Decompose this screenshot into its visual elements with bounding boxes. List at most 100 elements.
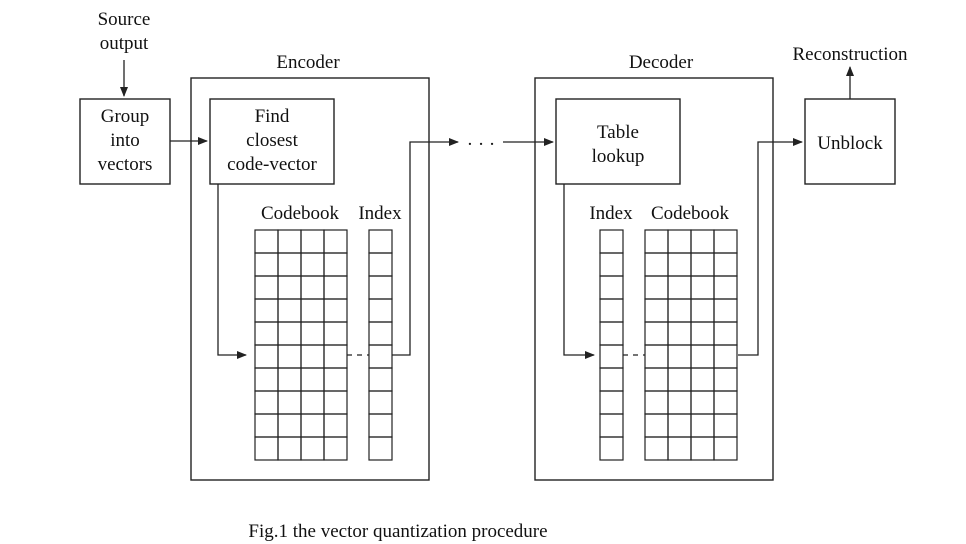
table-lookup-box <box>555 98 681 185</box>
codebook-cell <box>667 367 692 392</box>
decoder-lookup-arrow <box>563 184 595 359</box>
codebook-cell <box>300 252 325 277</box>
decoder-index-column <box>599 229 624 461</box>
reconstruction-label: Reconstruction <box>792 44 908 65</box>
codebook-cell <box>277 367 302 392</box>
encoder-index-label: Index <box>358 203 402 224</box>
codebook-cell <box>690 298 715 323</box>
group-label-line2: into <box>110 130 140 151</box>
codebook-cell <box>323 321 348 346</box>
encoder-codebook-grid <box>254 229 348 461</box>
codebook-cell <box>713 229 738 254</box>
decoder-box <box>534 77 774 481</box>
codebook-cell <box>713 298 738 323</box>
encoder-search-arrow <box>217 184 247 359</box>
codebook-cell <box>713 275 738 300</box>
codebook-cell <box>644 367 669 392</box>
codebook-cell <box>323 436 348 461</box>
table-label-line1: Table <box>597 122 639 143</box>
index-cell <box>368 436 393 461</box>
codebook-cell <box>254 436 279 461</box>
find-label-line3: code-vector <box>227 154 317 175</box>
group-label-line1: Group <box>101 106 150 127</box>
codebook-cell <box>690 413 715 438</box>
codebook-cell <box>713 436 738 461</box>
codebook-cell <box>644 321 669 346</box>
codebook-cell <box>690 252 715 277</box>
index-cell <box>599 298 624 323</box>
source-label-line1: Source <box>98 9 151 30</box>
codebook-cell <box>300 390 325 415</box>
codebook-cell <box>713 367 738 392</box>
figure-caption: Fig.1 the vector quantization procedure <box>248 521 547 542</box>
encoder-codebook-label: Codebook <box>261 203 340 224</box>
codebook-cell <box>277 413 302 438</box>
codebook-cell <box>667 390 692 415</box>
decoder-title: Decoder <box>629 52 694 73</box>
group-label-line3: vectors <box>98 154 153 175</box>
find-label-line2: closest <box>246 130 298 151</box>
unblock-label: Unblock <box>817 133 883 154</box>
index-cell <box>368 275 393 300</box>
codebook-cell <box>667 413 692 438</box>
index-cell <box>368 367 393 392</box>
codebook-cell <box>254 390 279 415</box>
codebook-cell <box>644 344 669 369</box>
codebook-cell <box>690 436 715 461</box>
codebook-cell <box>667 298 692 323</box>
encoder-output-line <box>392 141 429 356</box>
index-cell <box>599 321 624 346</box>
index-cell <box>599 252 624 277</box>
table-label-line2: lookup <box>592 146 645 167</box>
codebook-cell <box>254 413 279 438</box>
codebook-cell <box>644 252 669 277</box>
decoder-index-label: Index <box>589 203 633 224</box>
index-cell <box>599 229 624 254</box>
decoder-codebook-label: Codebook <box>651 203 730 224</box>
codebook-cell <box>323 344 348 369</box>
index-cell <box>599 275 624 300</box>
codebook-cell <box>300 229 325 254</box>
encoder-index-column <box>368 229 393 461</box>
codebook-cell <box>277 390 302 415</box>
encoder-title: Encoder <box>276 52 340 73</box>
codebook-cell <box>690 344 715 369</box>
codebook-cell <box>254 298 279 323</box>
codebook-cell <box>667 275 692 300</box>
codebook-cell <box>254 367 279 392</box>
codebook-cell <box>300 367 325 392</box>
codebook-cell <box>644 275 669 300</box>
index-cell <box>599 344 624 369</box>
decoder-output-arrow <box>738 138 803 356</box>
codebook-cell <box>323 252 348 277</box>
codebook-cell <box>300 413 325 438</box>
index-cell <box>368 413 393 438</box>
index-cell <box>368 229 393 254</box>
index-cell <box>368 390 393 415</box>
codebook-cell <box>667 252 692 277</box>
codebook-cell <box>323 367 348 392</box>
codebook-cell <box>323 229 348 254</box>
codebook-cell <box>300 298 325 323</box>
codebook-cell <box>713 252 738 277</box>
codebook-cell <box>713 344 738 369</box>
codebook-cell <box>323 298 348 323</box>
index-cell <box>599 436 624 461</box>
codebook-cell <box>300 436 325 461</box>
codebook-cell <box>713 390 738 415</box>
codebook-cell <box>713 413 738 438</box>
codebook-cell <box>254 275 279 300</box>
codebook-cell <box>690 367 715 392</box>
codebook-cell <box>644 390 669 415</box>
codebook-cell <box>690 390 715 415</box>
codebook-cell <box>300 344 325 369</box>
codebook-cell <box>254 229 279 254</box>
codebook-cell <box>690 321 715 346</box>
codebook-cell <box>644 298 669 323</box>
codebook-cell <box>254 321 279 346</box>
codebook-cell <box>254 344 279 369</box>
codebook-cell <box>667 229 692 254</box>
codebook-cell <box>277 275 302 300</box>
codebook-cell <box>644 413 669 438</box>
